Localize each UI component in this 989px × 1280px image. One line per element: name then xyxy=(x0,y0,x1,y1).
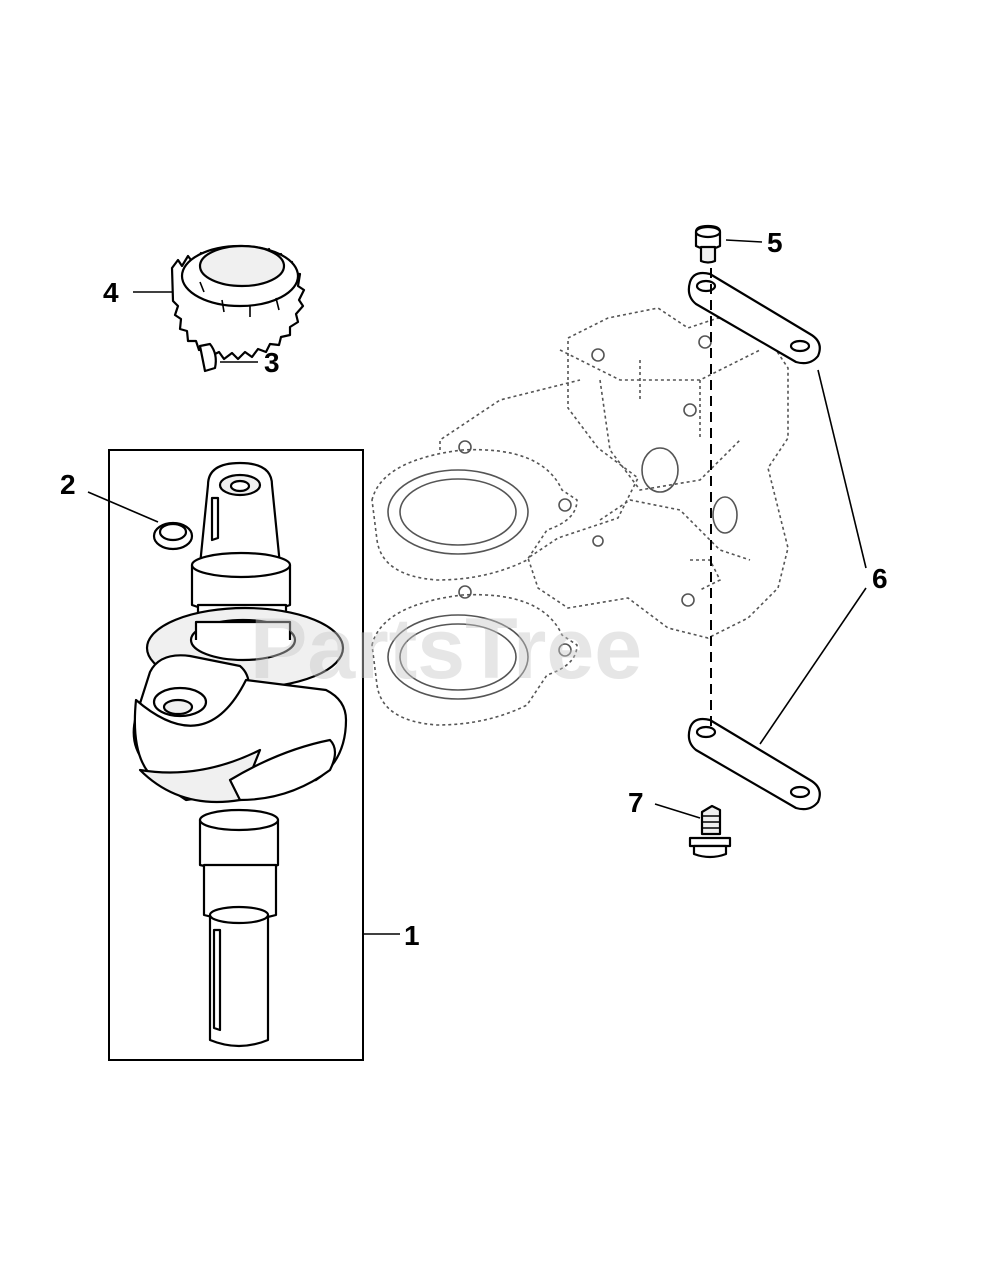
callout-7: 7 xyxy=(628,787,644,818)
oil-seal-ring-icon xyxy=(152,521,194,551)
callout-3: 3 xyxy=(264,347,280,378)
flange-bolt-icon xyxy=(688,804,732,859)
callout-5: 5 xyxy=(767,227,783,258)
callout-6: 6 xyxy=(872,563,888,594)
watermark: PartsTree xyxy=(250,601,642,697)
crankshaft-icon xyxy=(132,461,348,1048)
callout-2: 2 xyxy=(60,469,76,500)
cap-screw-icon xyxy=(694,224,722,264)
callout-1: 1 xyxy=(404,920,420,951)
connecting-link-icon xyxy=(687,271,821,811)
crankshaft-frame xyxy=(108,449,364,1061)
engine-block-phantom xyxy=(371,307,789,726)
crank-gear-icon xyxy=(170,244,306,361)
woodruff-key-icon xyxy=(198,342,217,373)
leader-lines xyxy=(87,239,867,935)
callout-4: 4 xyxy=(103,277,119,308)
